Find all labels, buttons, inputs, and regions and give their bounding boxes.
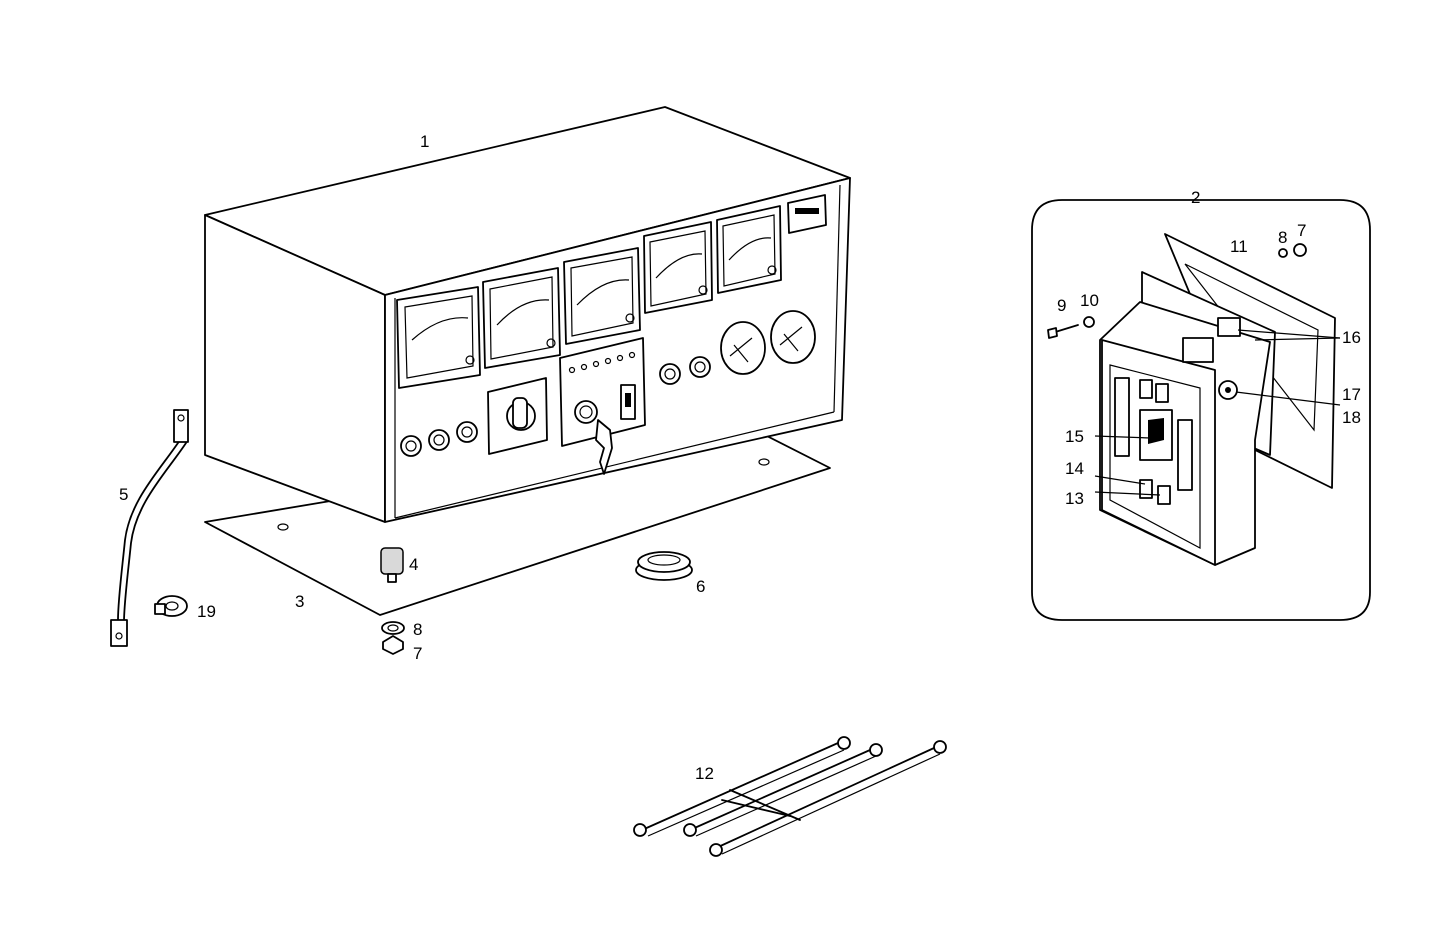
callout-1: 1 [420,132,430,151]
meter-4 [643,221,713,314]
cable-harness [633,736,947,857]
meter-3 [563,247,641,345]
meter-2 [482,267,561,369]
callout-4: 4 [409,555,419,574]
callout-3: 3 [295,592,305,611]
selector-switch [487,377,548,455]
breaker-housing [1099,233,1336,566]
ground-strap [110,409,189,647]
meter-5 [716,205,782,294]
callout-18: 18 [1342,408,1361,427]
callout-10: 10 [1080,291,1099,310]
meter-1 [396,286,481,389]
grommet [635,551,693,581]
knobs [400,356,711,457]
callout-11: 11 [1230,237,1248,256]
callout-2: 2 [1191,188,1201,207]
callout-13: 13 [1065,489,1084,508]
callout-7-inset: 7 [1297,221,1307,240]
callout-8-base: 8 [413,620,423,639]
cable-clamp [154,595,188,617]
inset-box [1031,199,1371,621]
callout-15: 15 [1065,427,1084,446]
control-cabinet [204,106,851,523]
callout-12: 12 [695,764,714,783]
label-plate [787,194,827,234]
callout-17: 17 [1342,385,1361,404]
leader-lines [1094,329,1341,496]
callout-7-base: 7 [413,644,423,663]
callout-6: 6 [696,577,706,596]
callout-5: 5 [119,485,129,504]
callout-19: 19 [197,602,216,621]
mounting-foot [380,547,405,655]
ignition-panel [559,337,646,475]
callout-9: 9 [1057,296,1067,315]
round-gauges [720,310,816,375]
callout-8-inset: 8 [1278,228,1288,247]
callout-14: 14 [1065,459,1084,478]
callout-16: 16 [1342,328,1361,347]
inset-hardware [1047,243,1307,339]
